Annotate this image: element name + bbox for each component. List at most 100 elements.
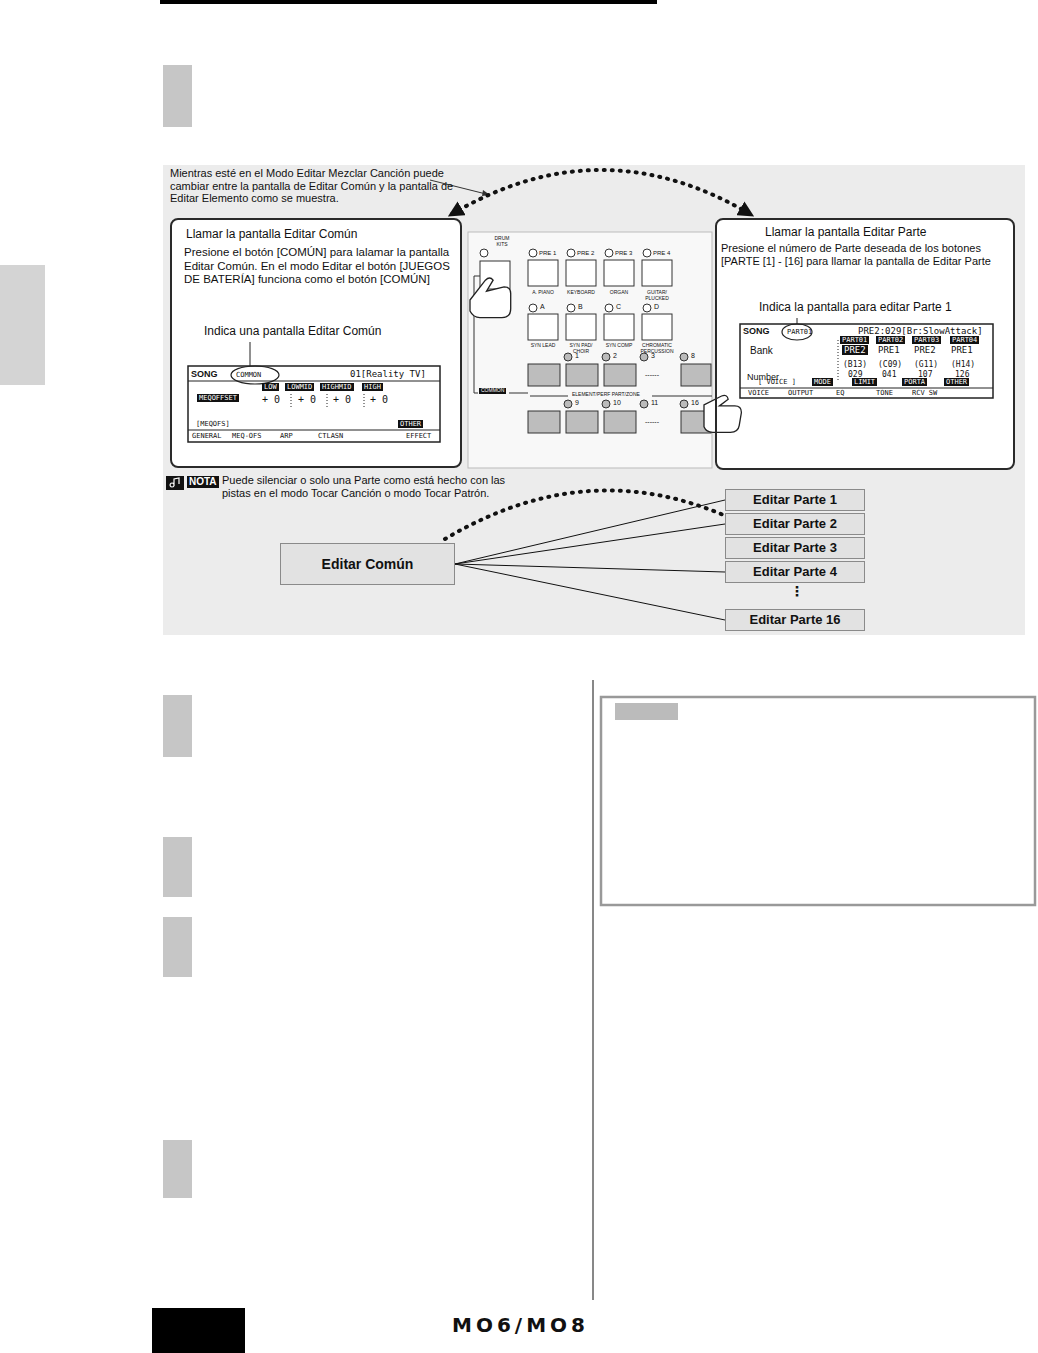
label-text: ⋮	[790, 583, 804, 599]
lcd-text: TONE	[876, 389, 893, 397]
callout-text: Llamar la pantalla Editar Común	[186, 227, 451, 241]
label-text: KEYBOARD	[564, 290, 598, 296]
label-text: SONG	[743, 326, 770, 336]
lcd-text: ARP	[280, 432, 293, 440]
lcd-text: PRE1	[878, 345, 900, 355]
lcd-text: PRE1	[951, 345, 973, 355]
lcd-text: [ VOICE ]	[758, 378, 796, 386]
lcd-text: LIMIT	[852, 378, 877, 386]
side-box-tab	[615, 703, 678, 720]
connector	[445, 490, 760, 539]
connector	[452, 170, 750, 214]
lcd-text: EQ	[836, 389, 844, 397]
step-box	[163, 1140, 192, 1198]
step-box	[163, 917, 192, 977]
label-text: 9	[575, 399, 579, 407]
lcd-text: MODE	[812, 378, 833, 386]
figure-ground	[163, 165, 1025, 635]
process-box: Editar Parte 3	[725, 537, 865, 559]
label-text: 3	[651, 352, 655, 360]
node-label: Editar Común	[322, 556, 414, 573]
box-fill	[170, 218, 462, 468]
lcd-text: HIGH	[362, 383, 383, 391]
lcd-text: VOICE	[748, 389, 769, 397]
label-text: 11	[651, 399, 658, 407]
label-text: PRE 3	[615, 250, 632, 257]
label-text: Mientras esté en el Modo Editar Mezclar …	[170, 167, 455, 205]
lcd-text: PRE2	[914, 345, 936, 355]
callout-text: Indica la pantalla para editar Parte 1	[759, 300, 952, 314]
lcd-text: PART02	[876, 336, 905, 344]
label-text: ORGAN	[602, 290, 636, 296]
connector	[455, 564, 725, 620]
node-label: Editar Parte 16	[749, 612, 840, 628]
label-text: C	[616, 303, 621, 311]
label-text: SYN LEAD	[526, 343, 560, 349]
label-text: CHROMATIC PERCUSSION	[638, 343, 676, 355]
callout-text: Llamar la pantalla Editar Parte	[765, 225, 1010, 239]
lcd-text: PART01	[840, 336, 869, 344]
label-text: ELEMENT/PERF PART/ZONE	[572, 392, 640, 398]
lcd-text: [MEQOFS]	[196, 420, 230, 428]
connector	[455, 564, 725, 572]
lcd-text: + 0	[298, 394, 316, 406]
lcd-text: LOW	[262, 383, 279, 391]
lcd-text: 01[Reality TV]	[350, 369, 426, 379]
process-box: Editar Parte 2	[725, 513, 865, 535]
panel-buttons	[474, 249, 712, 433]
box-fill	[715, 218, 1015, 470]
node-label: Editar Parte 3	[753, 540, 837, 556]
label-text: SYN COMP	[602, 343, 636, 349]
connector	[455, 524, 725, 564]
lcd-text: OUTPUT	[788, 389, 813, 397]
lcd-text: MEQ-OFS	[232, 432, 262, 440]
label-text: SYN PAD/ CHOIR	[564, 343, 598, 355]
label-text: 16	[691, 399, 699, 407]
lcd-text: RCV SW	[912, 389, 937, 397]
highlight-circle	[782, 324, 812, 340]
lcd-text: PRE2:029[Br:SlowAttack]	[858, 326, 983, 336]
lcd-text: CTLASN	[318, 432, 343, 440]
label-text: B	[578, 303, 583, 311]
label-text: NOTA	[187, 476, 219, 488]
label-text: 10	[613, 399, 621, 407]
process-box: Editar Parte 16	[725, 609, 865, 631]
leader-line	[797, 318, 798, 324]
lcd-text: PRE2	[842, 345, 868, 355]
process-box: Editar Parte 4	[725, 561, 865, 583]
hand-icon	[704, 395, 741, 432]
label-text: SONG	[191, 369, 218, 379]
process-box: Editar Común	[280, 543, 455, 585]
hand-icon	[470, 278, 511, 318]
label-text: A	[540, 303, 545, 311]
label-text: Puede silenciar o solo una Parte como es…	[222, 474, 522, 499]
label-text: 1	[575, 352, 579, 360]
step-box	[163, 695, 192, 757]
note-icon	[170, 478, 179, 487]
label-text: ------	[645, 418, 659, 426]
label-text: PRE 2	[577, 250, 594, 257]
control-panel	[468, 232, 712, 468]
header-bar	[160, 0, 657, 4]
lcd-text: + 0	[370, 394, 388, 406]
label-text: 8	[691, 352, 695, 360]
label-text: A. PIANO	[526, 290, 560, 296]
label-text: 2	[613, 352, 617, 360]
lcd-text: MEQOFFSET	[197, 394, 239, 402]
lcd-text: LOWMID	[285, 383, 314, 391]
node-label: Editar Parte 2	[753, 516, 837, 532]
label-text: GUITAR/ PLUCKED	[640, 290, 674, 302]
leader-line	[250, 342, 251, 366]
callout-text: Indica una pantalla Editar Común	[204, 324, 381, 338]
lcd-text: PART04	[950, 336, 979, 344]
step-box	[163, 65, 192, 127]
note-icon	[166, 476, 184, 490]
lcd-screen	[740, 324, 993, 398]
label-text: MO6/MO8	[452, 1314, 589, 1337]
label-text: COMMON	[479, 388, 506, 394]
node-label: Editar Parte 4	[753, 564, 837, 580]
lcd-text: PART01	[787, 328, 812, 336]
node-label: Editar Parte 1	[753, 492, 837, 508]
lcd-text: OTHER	[944, 378, 969, 386]
